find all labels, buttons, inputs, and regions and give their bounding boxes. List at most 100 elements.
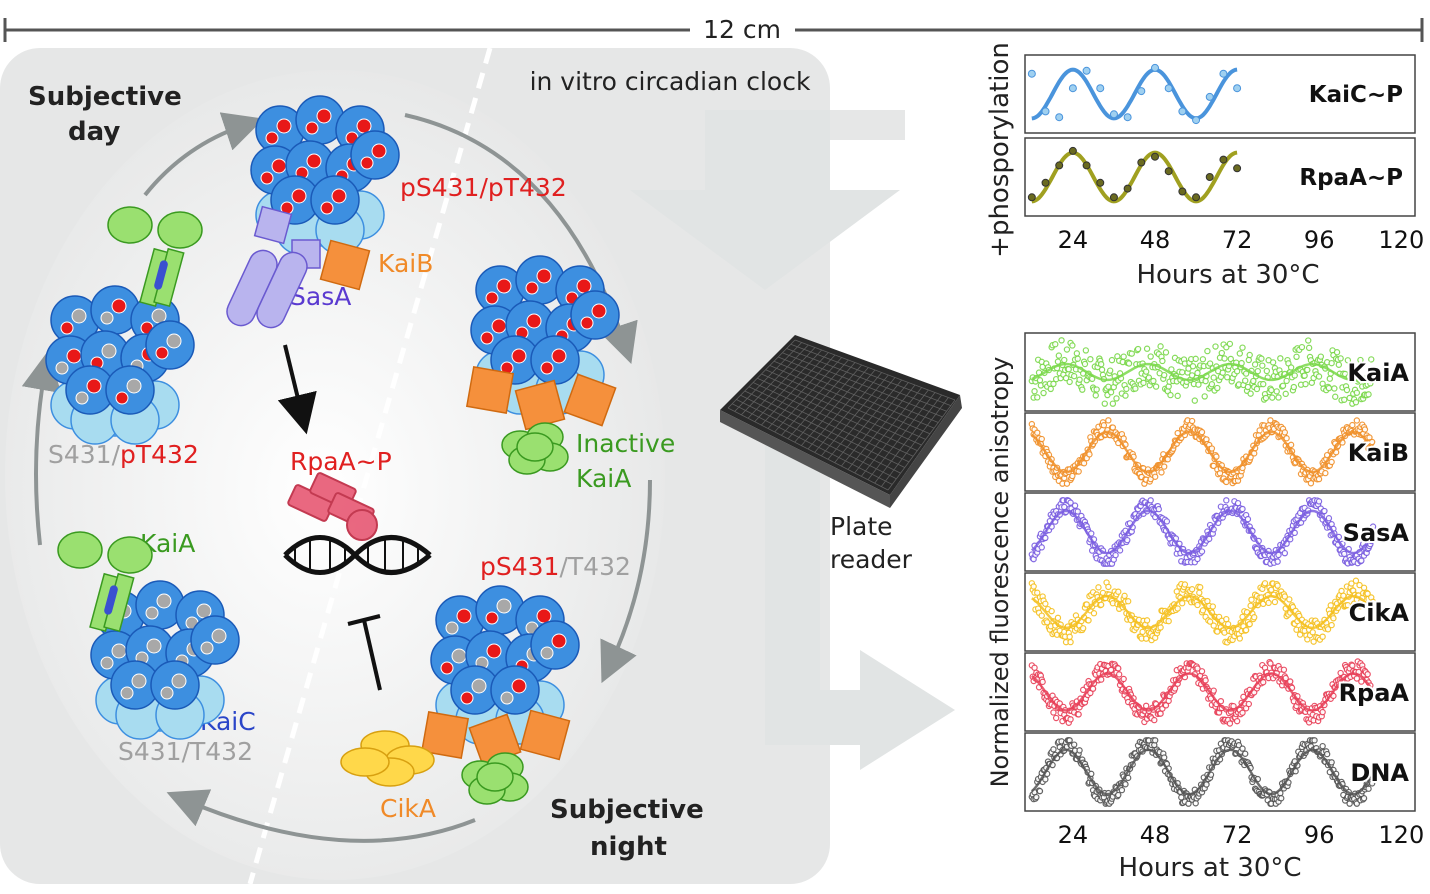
- unphospho-site: [100, 656, 114, 670]
- kaia-inactive-night: [461, 752, 529, 805]
- data-point: [1209, 603, 1216, 610]
- data-point: [1116, 547, 1124, 554]
- data-point: [1109, 424, 1117, 431]
- data-point: [1369, 523, 1377, 530]
- data-point: [1139, 628, 1146, 636]
- data-point: [1198, 668, 1206, 675]
- x-tick-label: 72: [1222, 226, 1253, 254]
- data-point: [1071, 502, 1079, 509]
- data-point: [1151, 737, 1159, 744]
- kaia-domain: [476, 762, 514, 792]
- data-point: [1178, 107, 1187, 116]
- data-point: [1123, 385, 1130, 393]
- data-point: [1245, 700, 1253, 708]
- data-point: [1214, 384, 1221, 392]
- data-point: [1105, 417, 1112, 424]
- phospho-site: [260, 171, 274, 185]
- data-point: [1082, 347, 1090, 354]
- data-point: [1233, 164, 1242, 173]
- data-point: [1244, 383, 1252, 391]
- kaia-domain: [57, 531, 103, 569]
- data-point: [1239, 344, 1246, 351]
- plate-grid-line: [767, 354, 836, 429]
- plate-grid-line: [741, 344, 809, 416]
- data-point: [1253, 385, 1261, 393]
- data-point: [1242, 750, 1249, 757]
- data-point: [1343, 386, 1351, 394]
- data-point: [1165, 617, 1172, 625]
- data-point: [1132, 385, 1139, 392]
- data-point: [1337, 669, 1344, 677]
- data-point: [1168, 366, 1175, 373]
- data-point: [1108, 356, 1116, 364]
- fit-curve-kaic-p: [1031, 67, 1238, 121]
- data-point: [1075, 711, 1082, 718]
- kaib-subunit: [519, 709, 571, 761]
- phospho-site: [485, 611, 499, 625]
- data-point: [1164, 84, 1173, 93]
- unphospho-site: [131, 673, 147, 689]
- data-point: [1335, 361, 1343, 368]
- data-point: [1337, 355, 1344, 362]
- plate-reader-label-line2: reader: [830, 545, 913, 574]
- data-point: [1210, 462, 1217, 470]
- data-point: [1152, 383, 1160, 390]
- data-point: [1245, 356, 1253, 364]
- data-point: [1291, 372, 1298, 379]
- unphospho-site: [171, 673, 187, 689]
- data-point: [1123, 184, 1132, 193]
- data-point: [1239, 709, 1246, 716]
- unphospho-site: [196, 603, 212, 619]
- data-point: [1191, 397, 1198, 404]
- data-point: [1178, 187, 1187, 196]
- data-point: [1290, 383, 1298, 391]
- state-bottom: S431/T432: [118, 737, 253, 766]
- fit-curve-kaia: [1031, 362, 1375, 382]
- state-left-grey: S431/: [48, 440, 121, 469]
- data-point: [1125, 360, 1133, 367]
- data-point: [1233, 84, 1242, 93]
- phospho-site: [485, 291, 499, 305]
- data-point: [1328, 458, 1335, 466]
- data-point: [1121, 592, 1128, 600]
- plate-grid-line: [807, 369, 876, 450]
- data-point: [1178, 600, 1186, 607]
- data-point: [1033, 793, 1040, 801]
- x-tick-label: 120: [1378, 226, 1424, 254]
- data-point: [1192, 193, 1201, 202]
- data-point: [1140, 379, 1147, 387]
- data-point: [1236, 635, 1244, 642]
- rpaa-dna: [283, 472, 432, 575]
- data-point: [1203, 781, 1210, 788]
- data-point: [1034, 394, 1041, 401]
- data-point: [1210, 374, 1217, 381]
- data-point: [1198, 548, 1206, 555]
- data-point: [1030, 583, 1037, 590]
- rpaa-label: RpaA~P: [290, 447, 392, 476]
- data-point: [1217, 697, 1225, 705]
- plate-grid-line: [747, 347, 816, 419]
- cika-label: CikA: [380, 794, 436, 823]
- phospho-site: [540, 361, 554, 375]
- data-point: [1151, 63, 1159, 72]
- data-point: [1079, 386, 1086, 393]
- unphospho-site: [200, 641, 214, 655]
- data-point: [1098, 366, 1106, 373]
- data-point: [1341, 550, 1348, 558]
- data-point: [1271, 598, 1279, 606]
- plate-grid-line: [787, 362, 856, 440]
- data-point: [1062, 374, 1070, 382]
- data-point: [1201, 393, 1208, 400]
- y-axis-label-bottom: Normalized fluorescence anisotropy: [986, 357, 1014, 788]
- data-point: [1120, 675, 1127, 683]
- data-point: [1198, 428, 1206, 436]
- phospho-site: [265, 131, 279, 145]
- phospho-site: [551, 348, 567, 364]
- data-point: [1065, 366, 1072, 373]
- data-point: [1027, 193, 1036, 202]
- data-point: [1055, 161, 1064, 170]
- data-point: [1085, 617, 1092, 624]
- inactive-kaia-line1: Inactive: [576, 429, 675, 458]
- data-point: [1192, 116, 1201, 125]
- data-point: [1034, 429, 1041, 436]
